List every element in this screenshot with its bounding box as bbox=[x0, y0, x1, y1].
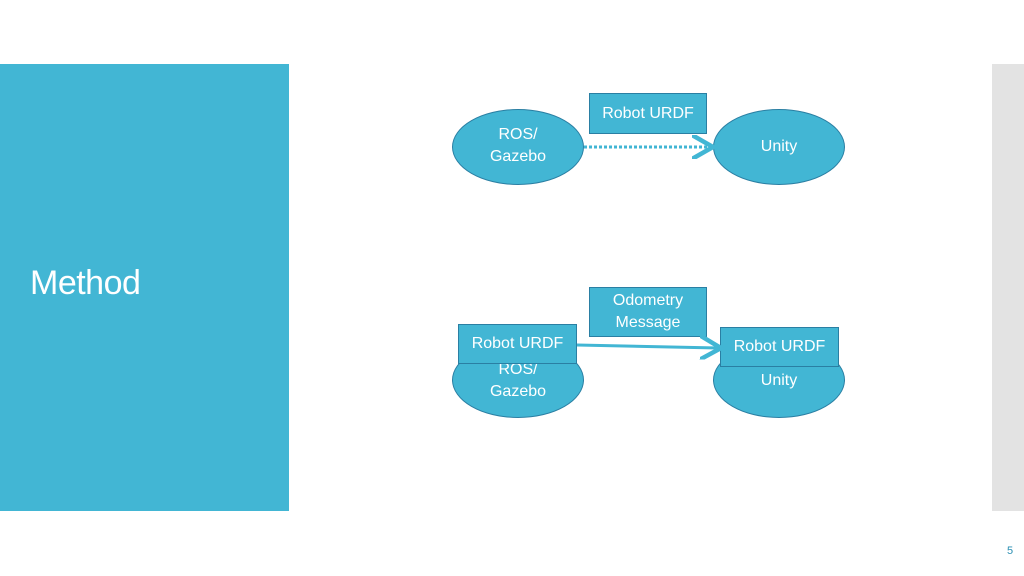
top-unity-node bbox=[713, 109, 845, 185]
bottom-source-urdf-tag: Robot URDF bbox=[458, 324, 577, 364]
odometry-edge-label: Odometry Message bbox=[589, 287, 707, 337]
title-panel bbox=[0, 64, 289, 511]
bottom-unity-label: Unity bbox=[760, 372, 798, 389]
top-urdf-edge-label: Robot URDF bbox=[589, 93, 707, 134]
bottom-target-urdf-tag: Robot URDF bbox=[720, 327, 839, 367]
top-ros-gazebo-label: ROS/ Gazebo bbox=[489, 126, 547, 165]
slide-title: Method bbox=[30, 264, 141, 302]
page-number: 5 bbox=[1006, 545, 1014, 557]
bottom-solid-arrow bbox=[576, 345, 718, 348]
bottom-ros-gazebo-label: ROS/ Gazebo bbox=[489, 361, 547, 400]
top-unity-label: Unity bbox=[760, 138, 798, 155]
right-sidebar-bar bbox=[992, 64, 1024, 511]
top-ros-gazebo-node bbox=[452, 109, 584, 185]
